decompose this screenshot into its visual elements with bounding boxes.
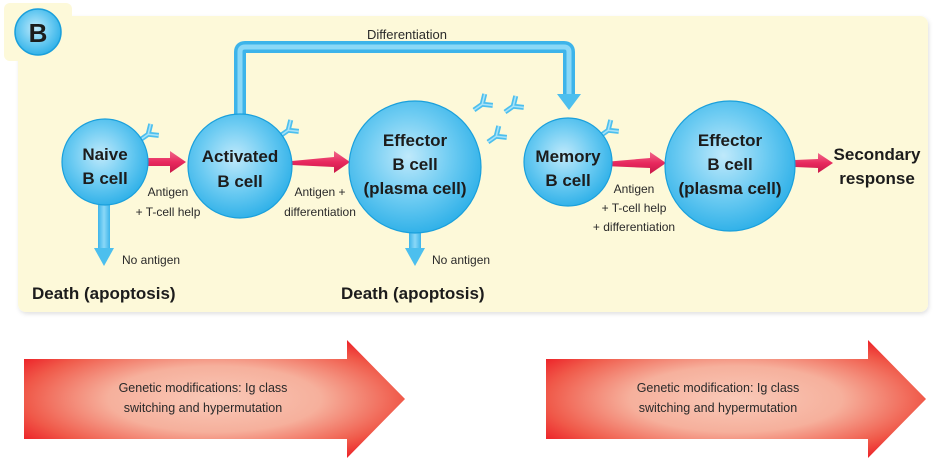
svg-text:Antigen +: Antigen + [294, 185, 345, 199]
no-antigen-label-2: No antigen [432, 253, 490, 267]
differentiation-flow-arrow [234, 41, 581, 117]
svg-text:Effector: Effector [698, 131, 763, 150]
no-antigen-label-1: No antigen [122, 253, 180, 267]
genetic-modification-banner-1: Genetic modifications: Ig class switchin… [24, 340, 405, 458]
arrow-naive-to-activated [148, 151, 186, 173]
svg-text:B cell: B cell [392, 155, 437, 174]
svg-text:Genetic modifications: Ig clas: Genetic modifications: Ig class [119, 381, 288, 395]
svg-text:Activated: Activated [202, 147, 279, 166]
svg-text:+ T-cell help: + T-cell help [602, 201, 667, 215]
arrow-effector-to-secondary [795, 153, 833, 173]
svg-text:Antigen: Antigen [614, 182, 655, 196]
svg-text:+ differentiation: + differentiation [593, 220, 675, 234]
step-label-3: Antigen + T-cell help + differentiation [593, 182, 675, 234]
cell-activated: Activated B cell [187, 113, 293, 219]
badge-label: B [29, 18, 48, 48]
svg-text:differentiation: differentiation [284, 205, 356, 219]
differentiation-label: Differentiation [367, 27, 447, 42]
svg-text:response: response [839, 169, 915, 188]
arrow-activated-to-effector [292, 151, 350, 173]
svg-text:(plasma cell): (plasma cell) [364, 179, 467, 198]
cell-naive: Naive B cell [61, 118, 149, 206]
svg-text:switching and hypermutation: switching and hypermutation [124, 401, 282, 415]
death-arrow-1 [94, 205, 114, 266]
death-label-2: Death (apoptosis) [341, 284, 485, 303]
arrow-memory-to-effector [604, 152, 666, 174]
svg-text:B cell: B cell [217, 172, 262, 191]
svg-text:Effector: Effector [383, 131, 448, 150]
svg-text:B cell: B cell [545, 171, 590, 190]
svg-text:Antigen: Antigen [148, 185, 189, 199]
step-label-2: Antigen + differentiation [284, 185, 356, 219]
step-label-1: Antigen + T-cell help [136, 185, 201, 219]
svg-text:Secondary: Secondary [834, 145, 921, 164]
svg-text:B cell: B cell [707, 155, 752, 174]
svg-text:(plasma cell): (plasma cell) [679, 179, 782, 198]
svg-text:Naive: Naive [82, 145, 127, 164]
death-label-1: Death (apoptosis) [32, 284, 176, 303]
genetic-modification-banner-2: Genetic modification: Ig class switching… [546, 340, 926, 458]
cell-effector-2: Effector B cell (plasma cell) [664, 100, 796, 232]
svg-text:B cell: B cell [82, 169, 127, 188]
cell-memory: Memory B cell [523, 117, 613, 207]
secondary-response-label: Secondary response [834, 145, 921, 188]
cell-effector-1: Effector B cell (plasma cell) [348, 100, 482, 234]
svg-text:Genetic modification: Ig class: Genetic modification: Ig class [637, 381, 800, 395]
svg-text:switching and hypermutation: switching and hypermutation [639, 401, 797, 415]
panel-badge: B [14, 8, 62, 56]
svg-text:Memory: Memory [535, 147, 601, 166]
svg-text:+ T-cell help: + T-cell help [136, 205, 201, 219]
